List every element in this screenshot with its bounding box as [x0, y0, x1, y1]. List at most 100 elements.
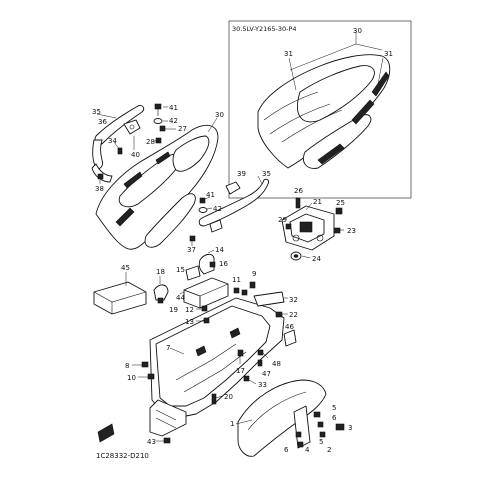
bolt-12: [201, 305, 208, 312]
washer-42: [153, 118, 163, 124]
callout-26: 26: [294, 187, 303, 195]
callout-5-bottom: 5: [319, 438, 323, 446]
callout-48: 48: [272, 360, 281, 368]
nut-29: [285, 223, 292, 230]
holder-15: [185, 265, 201, 281]
callout-33: 33: [258, 381, 267, 389]
callout-1: 1: [230, 420, 234, 428]
callout-18: 18: [156, 268, 165, 276]
callout-17: 17: [236, 367, 245, 375]
nuts-11: [233, 287, 248, 296]
callout-4: 4: [305, 446, 310, 454]
callout-25: 25: [336, 199, 345, 207]
inset-seat-cowl: [257, 54, 391, 169]
nut-10: [147, 373, 155, 380]
footer-code: 1C28332-D210: [96, 452, 149, 460]
callout-21: 21: [313, 198, 322, 206]
bolt-26: [295, 197, 301, 209]
nut-25: [335, 207, 343, 215]
callout-6-top: 6: [332, 414, 337, 422]
callout-29: 29: [278, 216, 287, 224]
battery-band: [198, 253, 215, 275]
rear-reflector: [97, 423, 115, 443]
callout-30-inset: 30: [353, 27, 362, 35]
callout-6-bottom: 6: [284, 446, 289, 454]
callout-41-right: 41: [206, 191, 215, 199]
clip-22: [275, 311, 283, 318]
screw-43: [163, 437, 171, 444]
callout-42-right: 42: [213, 205, 222, 213]
callout-8: 8: [125, 362, 129, 370]
screw-9: [249, 281, 256, 289]
inset-frame: [228, 20, 412, 199]
bolt-20: [211, 393, 217, 405]
inset-code: 30.5LV-Y2165-30-P4: [232, 25, 297, 33]
callout-7: 7: [166, 344, 170, 352]
callout-14: 14: [215, 246, 224, 254]
clip-37: [189, 235, 196, 242]
seat-cowl: [95, 124, 219, 250]
callout-11: 11: [232, 276, 241, 284]
callout-9: 9: [252, 270, 256, 278]
callout-38: 38: [95, 185, 104, 193]
callout-39: 39: [237, 170, 246, 178]
battery-box: [183, 277, 229, 309]
callout-5-top: 5: [332, 404, 336, 412]
screw-47: [257, 359, 263, 367]
callout-31-inset-left: 31: [284, 50, 293, 58]
clip-38: [97, 173, 104, 180]
bracket-39: [225, 181, 241, 195]
callout-19: 19: [169, 306, 178, 314]
bolt-48: [257, 349, 264, 356]
callout-16: 16: [219, 260, 228, 268]
callout-45: 45: [121, 264, 130, 272]
callout-30-main: 30: [215, 111, 224, 119]
callout-32: 32: [289, 296, 298, 304]
callout-10: 10: [127, 374, 136, 382]
callout-27: 27: [178, 125, 187, 133]
damper-16: [209, 261, 216, 268]
callout-13: 13: [185, 318, 194, 326]
screw-8: [141, 361, 149, 368]
bracket-32: [253, 291, 285, 307]
grab-bar-right: [198, 178, 269, 233]
callout-12: 12: [185, 306, 194, 314]
washer-42-right: [198, 207, 208, 213]
callout-28: 28: [146, 138, 155, 146]
callout-15: 15: [176, 266, 185, 274]
callout-23: 23: [347, 227, 356, 235]
callout-24: 24: [312, 255, 321, 263]
callout-37: 37: [187, 246, 196, 254]
nut-28: [155, 137, 162, 144]
nut-33: [243, 375, 250, 382]
callout-47: 47: [262, 370, 271, 378]
callout-35-right: 35: [262, 170, 271, 178]
cover-45: [93, 281, 147, 315]
callout-36: 36: [98, 118, 107, 126]
callout-43: 43: [147, 438, 156, 446]
callout-22: 22: [289, 311, 298, 319]
tail-light-bracket: [281, 205, 335, 251]
callout-44: 44: [176, 294, 185, 302]
callout-40: 40: [131, 151, 140, 159]
bolt-41-right: [199, 197, 206, 204]
front-fender-bolts: [295, 411, 345, 448]
callout-34: 34: [108, 137, 117, 145]
bracket-40: [123, 119, 141, 135]
front-fender: [237, 379, 327, 457]
clip-27: [159, 125, 166, 132]
bolt-23: [333, 227, 344, 234]
callout-20: 20: [224, 393, 233, 401]
callout-46: 46: [285, 323, 294, 331]
callout-42-top: 42: [169, 117, 178, 125]
callout-41-top: 41: [169, 104, 178, 112]
callout-31-inset-right: 31: [384, 50, 393, 58]
mud-flap: [149, 399, 187, 437]
callout-35-left: 35: [92, 108, 101, 116]
bolt-41: [154, 103, 162, 116]
screw-34: [117, 147, 123, 155]
callout-3: 3: [348, 424, 352, 432]
clip-13: [203, 317, 210, 324]
